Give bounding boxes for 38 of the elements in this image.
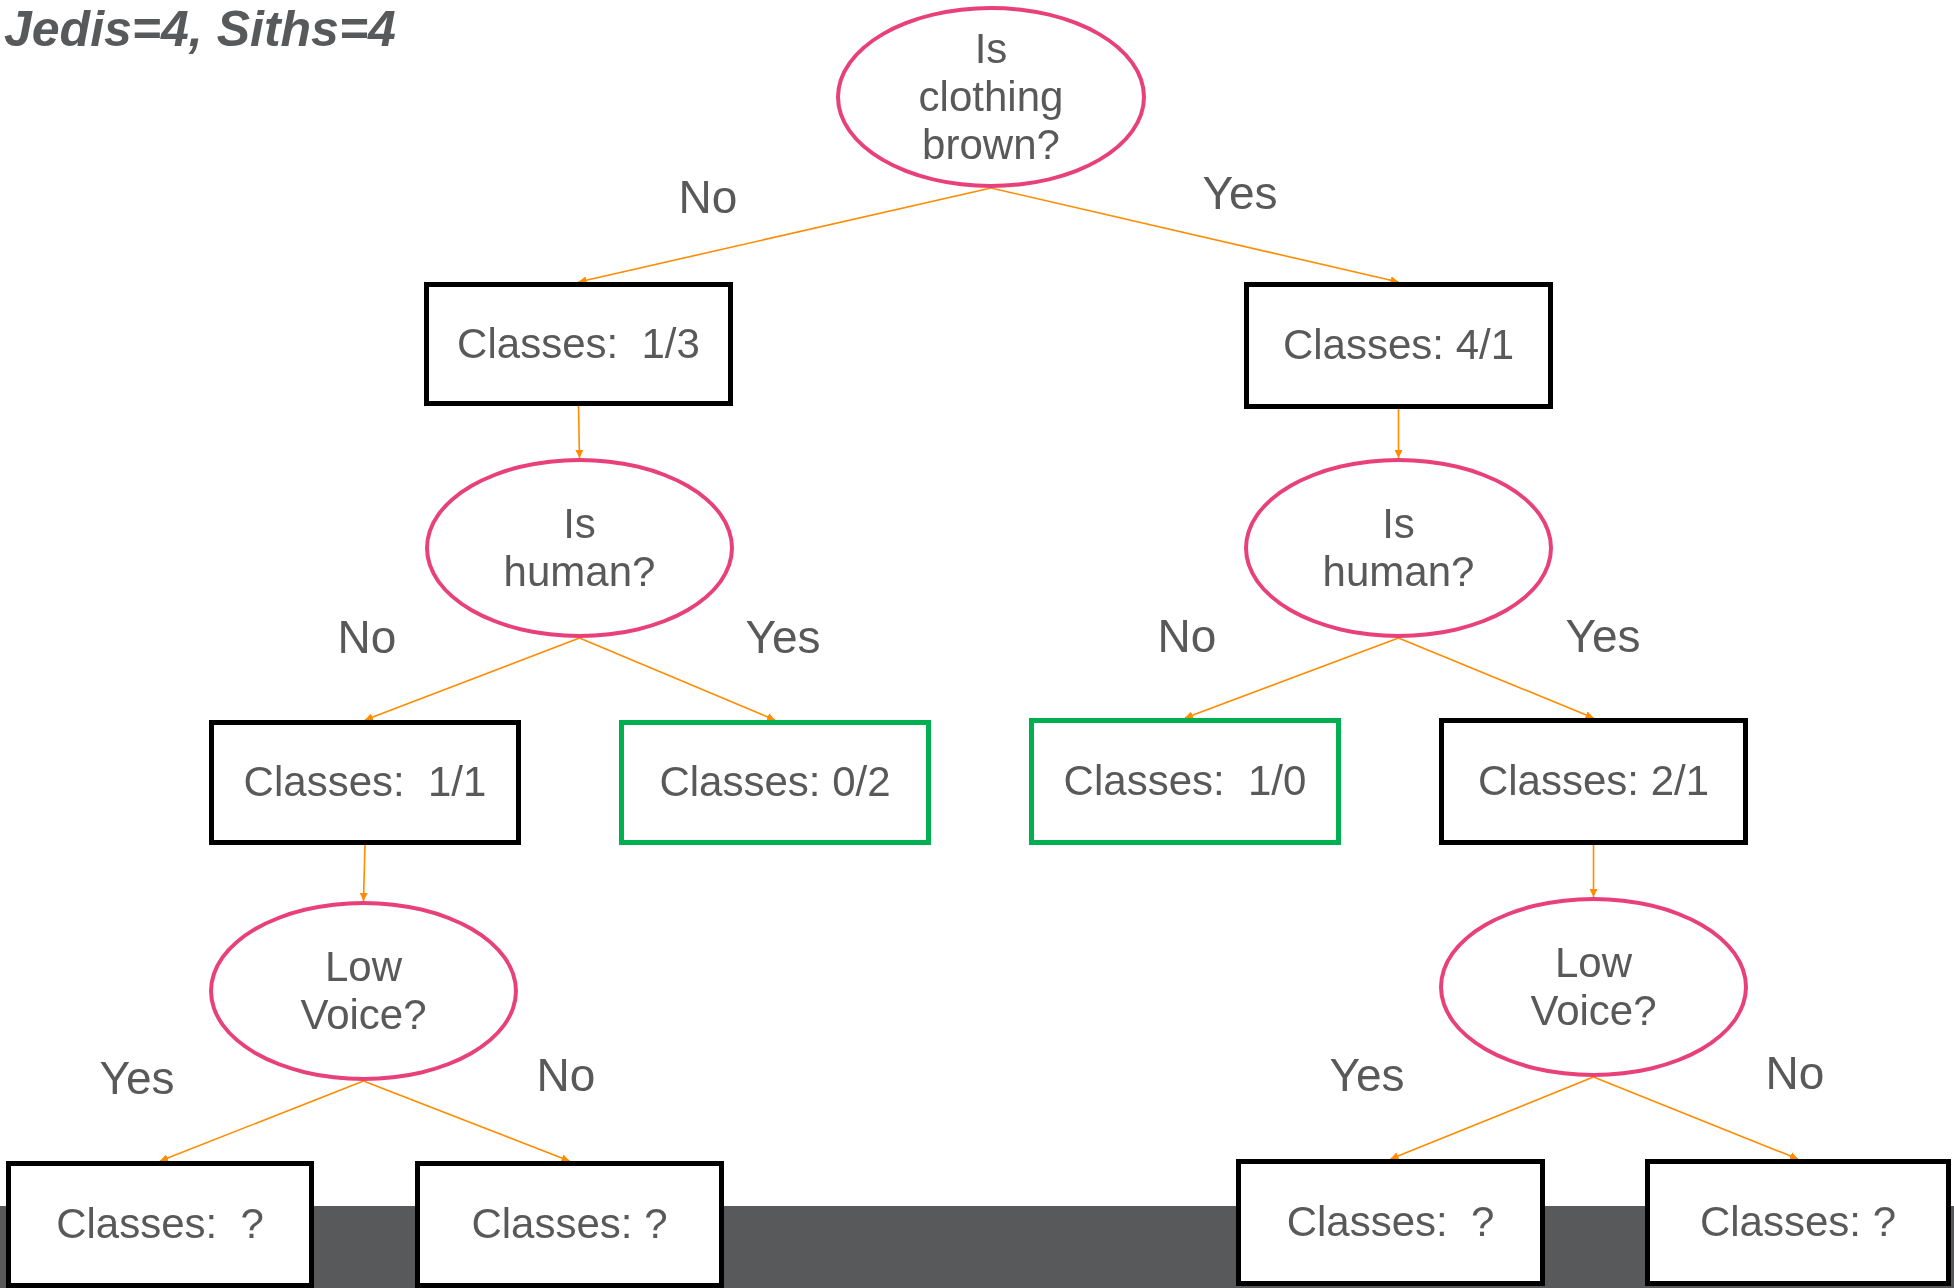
arrow [1394, 408, 1403, 459]
arrow [362, 1080, 571, 1162]
node-text: Classes: 0/2 [659, 758, 891, 807]
title: Jedis=4, Siths=4 [4, 0, 396, 58]
node-text: Classes: 1/1 [243, 758, 487, 807]
node-text: Is human? [1321, 499, 1476, 597]
arrow [159, 1080, 365, 1162]
class-box [1439, 718, 1748, 845]
node-text: Classes: ? [1699, 1198, 1897, 1247]
arrow [359, 844, 368, 902]
node-text: Classes: ? [1286, 1198, 1495, 1247]
arrow [578, 637, 776, 721]
node-text: Low Voice? [1529, 938, 1658, 1036]
class-box [1029, 718, 1341, 845]
arrow [1397, 637, 1595, 719]
node-text: Is clothing brown? [917, 24, 1065, 170]
arrow [1389, 1076, 1595, 1160]
node-text: Classes: ? [56, 1200, 264, 1249]
arrow [364, 637, 581, 721]
node-text: Classes: 1/3 [457, 319, 700, 369]
arrow [1592, 1076, 1799, 1160]
node-text: Low Voice? [299, 942, 428, 1040]
node-text: Is human? [502, 499, 657, 597]
class-box [6, 1161, 314, 1288]
node-text: Classes: ? [471, 1200, 668, 1249]
class-box [1244, 282, 1553, 409]
arrow [575, 405, 584, 459]
class-box [1645, 1159, 1951, 1286]
class-box [209, 720, 521, 845]
arrow [1589, 844, 1598, 898]
node-text: Classes: 2/1 [1477, 757, 1710, 806]
arrow [1184, 637, 1400, 719]
class-box [1236, 1159, 1545, 1286]
node-text: Classes: 4/1 [1282, 321, 1515, 370]
class-box [415, 1161, 724, 1288]
node-text: Classes: 1/0 [1063, 757, 1307, 806]
class-box [619, 720, 931, 845]
class-box [424, 282, 733, 406]
